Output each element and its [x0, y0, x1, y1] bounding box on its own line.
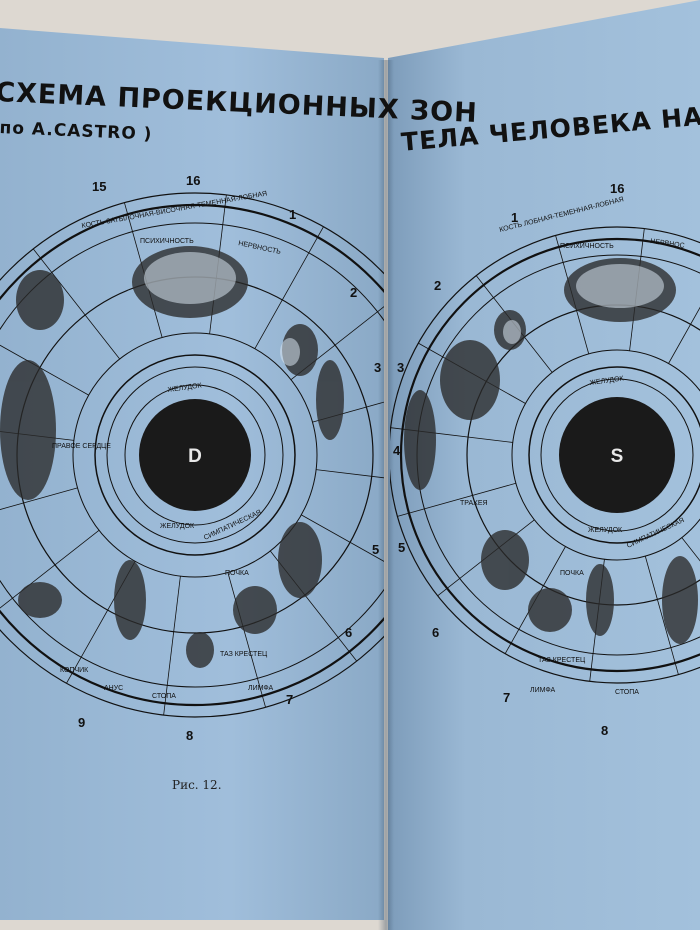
- left-label-pelvis: ТАЗ КРЕСТЕЦ: [220, 651, 268, 658]
- left-pupil: [139, 399, 251, 511]
- left-label-stomach-bottom: ЖЕЛУДОК: [160, 523, 195, 530]
- right-label-sympathetic: СИМПАТИЧЕСКАЯ: [626, 517, 686, 550]
- left-num-3: 3: [374, 360, 381, 375]
- right-label-pelvis: ТАЗ КРЕСТЕЦ: [538, 657, 586, 664]
- sector-divider: [397, 482, 516, 517]
- left-num-2: 2: [350, 285, 357, 300]
- right-label-trachea: ТРАХЕЯ: [460, 500, 488, 507]
- sector-divider: [163, 576, 181, 716]
- left-num-6: 6: [345, 625, 352, 640]
- right-label-stomach-top: ЖЕЛУДОК: [589, 375, 625, 387]
- left-num-15: 15: [92, 179, 106, 194]
- left-num-5: 5: [372, 542, 379, 557]
- left-label-coccyx: КОПЧИК: [60, 667, 89, 674]
- right-label-lymph: ЛИМФА: [530, 687, 556, 694]
- left-label-kidney: ПОЧКА: [225, 570, 249, 577]
- right-num-2: 2: [434, 278, 441, 293]
- left-label-nervousness: НЕРВНОСТЬ: [238, 240, 282, 256]
- left-num-7: 7: [286, 692, 293, 707]
- left-iris-chart: D 15 16 1 2 3 5 6 7 8 9 КОСТЬ ЗАТЫЛОЧНАЯ…: [0, 173, 384, 743]
- left-num-1: 1: [289, 207, 296, 222]
- right-label-foot: СТОПА: [615, 689, 639, 696]
- left-center-label: D: [188, 446, 202, 467]
- left-num-16: 16: [186, 173, 200, 188]
- right-num-3: 3: [397, 360, 404, 375]
- left-num-9: 9: [78, 715, 85, 730]
- left-label-psyche: ПСИХИЧНОСТЬ: [140, 238, 194, 245]
- sector-divider: [301, 514, 384, 562]
- left-label-foot: СТОПА: [152, 693, 176, 700]
- sector-divider: [668, 306, 700, 364]
- left-label-right-heart: ПРАВОЕ СЕРДЦЕ: [52, 443, 111, 450]
- sector-divider: [32, 248, 120, 360]
- sector-divider: [227, 572, 266, 708]
- right-label-nervousness: НЕРВНОС: [650, 238, 685, 250]
- left-label-lymph: ЛИМФА: [248, 685, 274, 692]
- sector-divider: [0, 530, 100, 609]
- right-label-psyche: ПСИХИЧНОСТЬ: [560, 243, 614, 250]
- right-num-5: 5: [398, 540, 405, 555]
- right-label-kidney: ПОЧКА: [560, 570, 584, 577]
- sector-divider: [0, 487, 78, 510]
- right-num-4: 4: [393, 443, 401, 458]
- right-num-1: 1: [511, 210, 518, 225]
- right-label-stomach-bottom: ЖЕЛУДОК: [588, 527, 623, 534]
- right-num-8: 8: [601, 723, 608, 738]
- sector-divider: [254, 226, 324, 349]
- sector-divider: [316, 469, 384, 479]
- right-center-label: S: [611, 446, 624, 467]
- left-label-anus: АНУС: [104, 685, 123, 692]
- right-num-16: 16: [610, 181, 624, 196]
- sector-divider: [644, 556, 679, 675]
- right-iris-chart: S 16 1 2 3 4 5 6 7 8 КОСТЬ ЛОБНАЯ-ТЕМЕНН…: [390, 181, 700, 738]
- right-num-7: 7: [503, 690, 510, 705]
- figure-caption: Рис. 12.: [172, 778, 222, 792]
- left-label-stomach-top: ЖЕЛУДОК: [167, 382, 203, 394]
- right-pupil: [559, 397, 675, 513]
- right-num-6: 6: [432, 625, 439, 640]
- sector-divider: [681, 537, 700, 562]
- left-num-8: 8: [186, 728, 193, 743]
